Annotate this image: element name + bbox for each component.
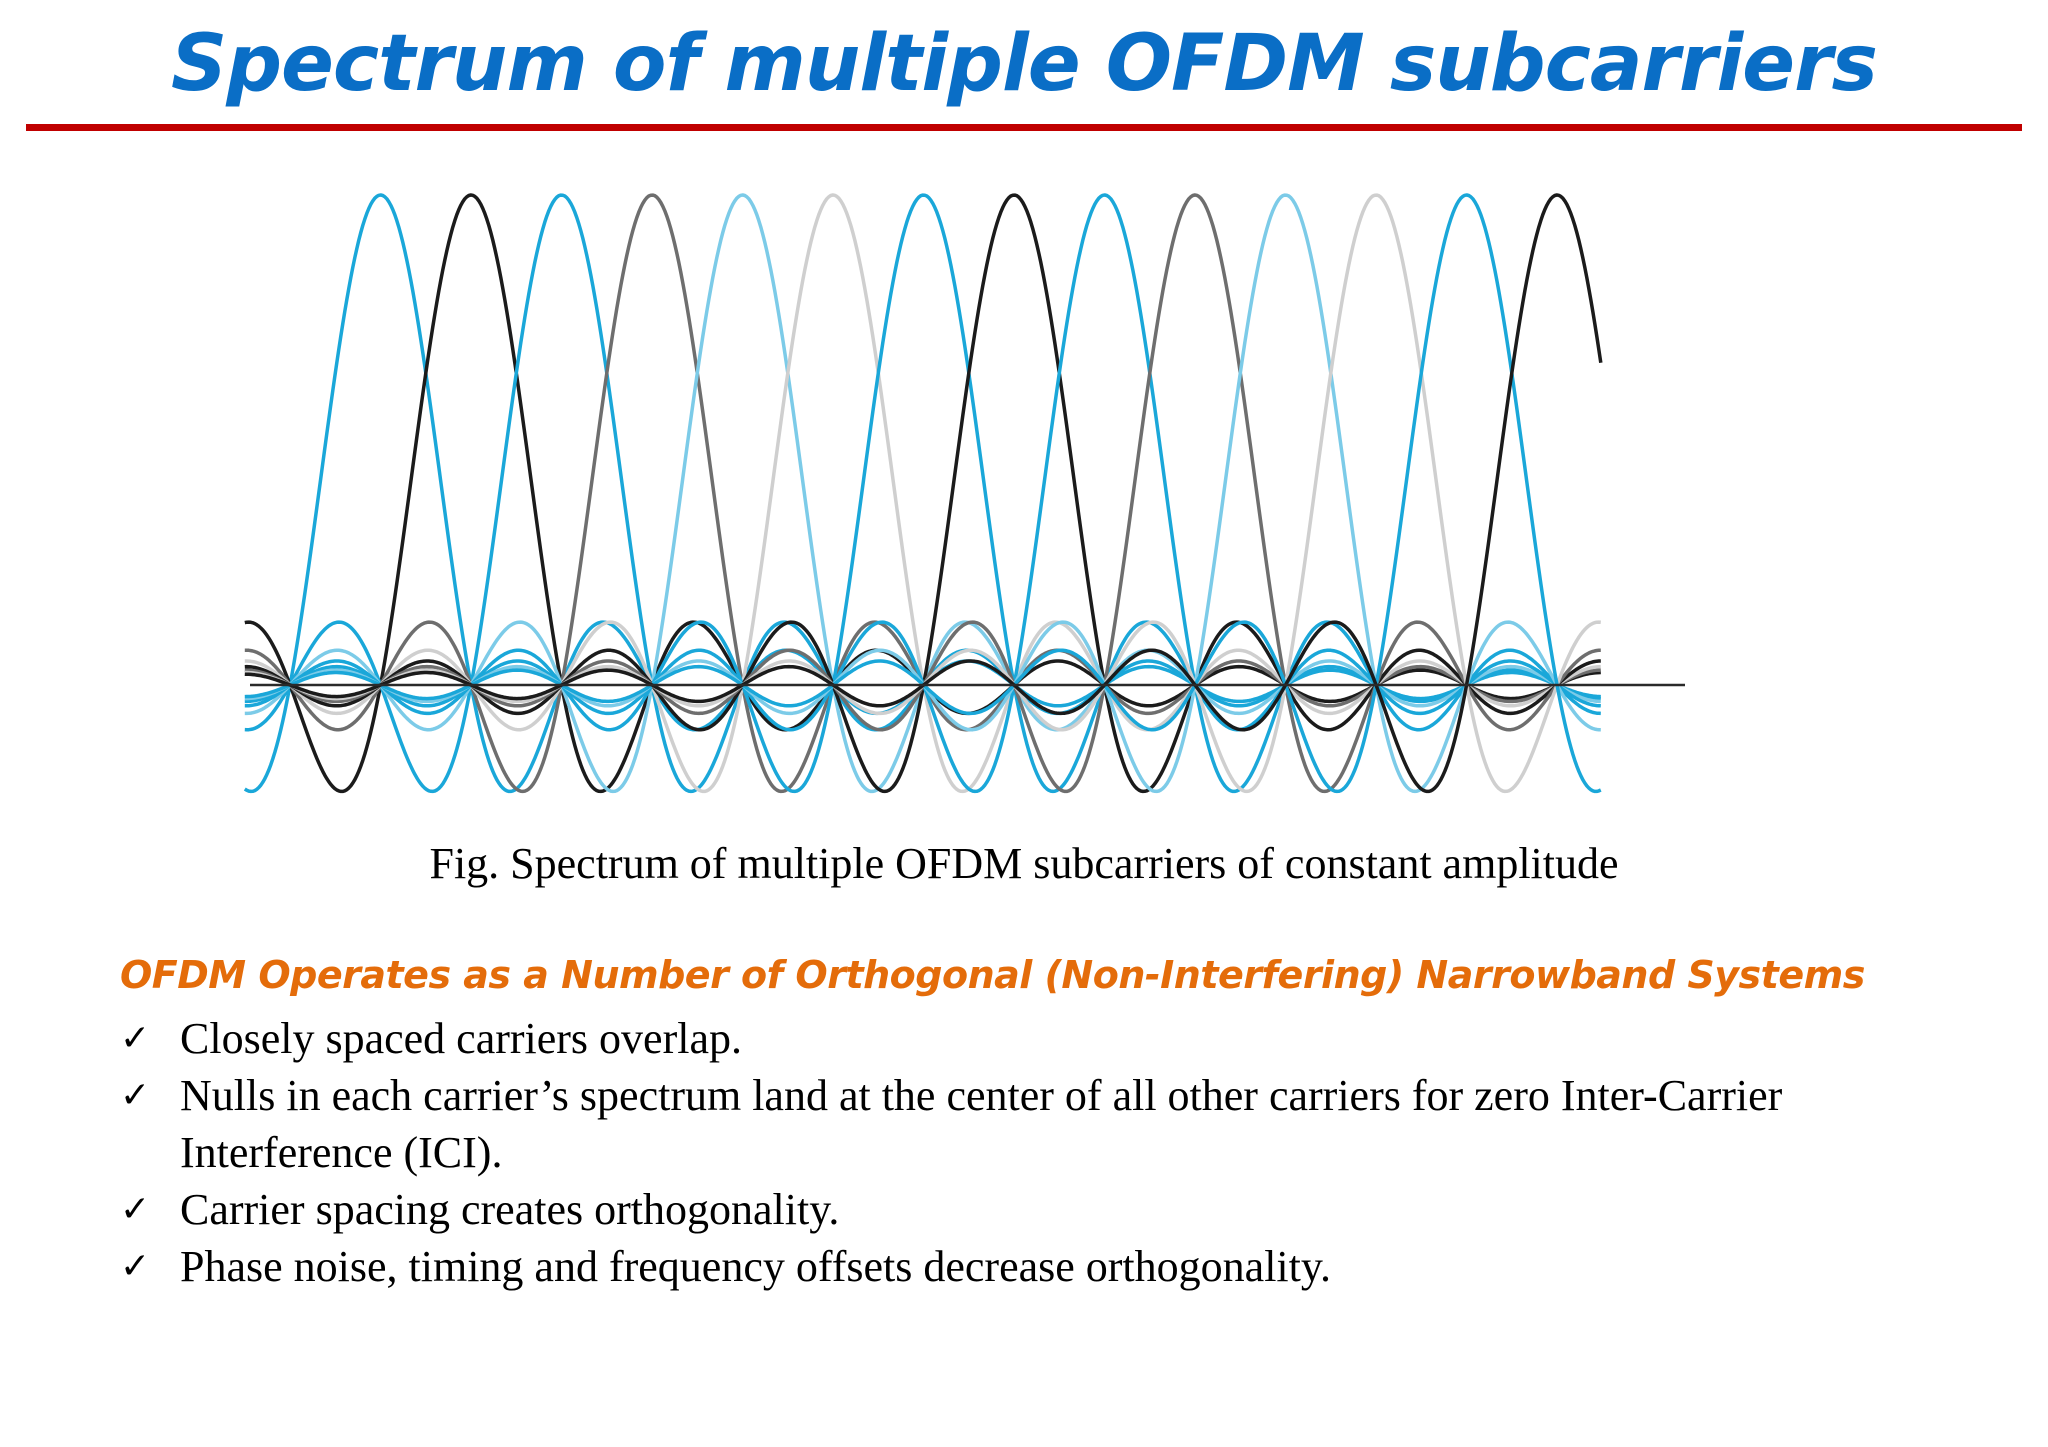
checkmark-icon: ✓ xyxy=(120,1018,151,1059)
bullet-text: Nulls in each carrier’s spectrum land at… xyxy=(180,1071,1783,1177)
ofdm-spectrum-plot xyxy=(243,193,1685,794)
bullet-item: ✓ Carrier spacing creates orthogonality. xyxy=(120,1181,2000,1238)
bullet-item: ✓ Phase noise, timing and frequency offs… xyxy=(120,1238,2000,1295)
title-divider xyxy=(26,124,2022,131)
bullet-text: Closely spaced carriers overlap. xyxy=(180,1014,742,1063)
slide-title: Spectrum of multiple OFDM subcarriers xyxy=(171,19,1878,109)
bullet-text: Phase noise, timing and frequency offset… xyxy=(180,1242,1332,1291)
subcarrier-curve xyxy=(244,193,1601,794)
checkmark-icon: ✓ xyxy=(120,1189,151,1230)
ofdm-spectrum-figure xyxy=(240,180,1740,810)
bullet-list: ✓ Closely spaced carriers overlap. ✓ Nul… xyxy=(120,1010,2000,1295)
checkmark-icon: ✓ xyxy=(120,1075,151,1116)
section-heading: OFDM Operates as a Number of Orthogonal … xyxy=(120,953,1865,997)
checkmark-icon: ✓ xyxy=(120,1246,151,1287)
bullet-item: ✓ Nulls in each carrier’s spectrum land … xyxy=(120,1067,2000,1181)
bullet-text: Carrier spacing creates orthogonality. xyxy=(180,1185,840,1234)
subcarrier-curves xyxy=(243,193,1603,794)
bullet-item: ✓ Closely spaced carriers overlap. xyxy=(120,1010,2000,1067)
figure-caption: Fig. Spectrum of multiple OFDM subcarrie… xyxy=(429,839,1619,888)
